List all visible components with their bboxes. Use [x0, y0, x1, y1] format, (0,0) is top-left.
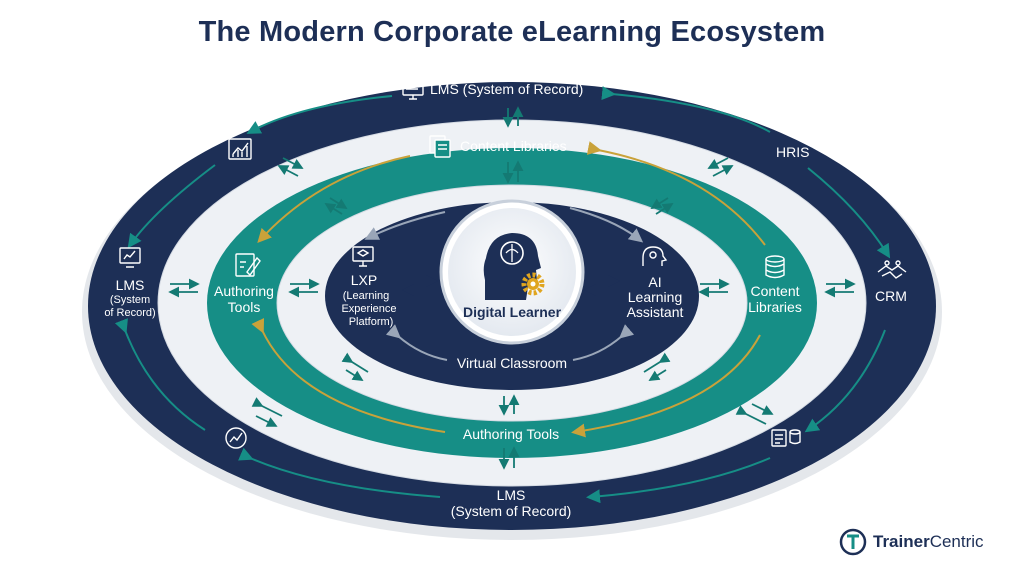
middle-left-label-1: Authoring	[214, 283, 274, 299]
brand-name: TrainerCentric	[873, 532, 984, 552]
connector-arrows	[168, 106, 856, 470]
handshake-icon	[877, 260, 907, 279]
crm-label: CRM	[875, 288, 907, 304]
lxp-label-4: Platform)	[349, 316, 394, 328]
chart-icon	[228, 138, 252, 160]
inner-connector-arrows	[402, 275, 620, 296]
outer-top-label: LMS (System of Record)	[430, 81, 583, 97]
lms-screen-icon	[119, 247, 141, 268]
lxp-label-2: (Learning	[343, 290, 389, 302]
middle-right-label-1: Content	[750, 283, 799, 299]
outer-left-label-2: (System	[110, 294, 150, 306]
middle-top-label: Content Libraries	[460, 138, 567, 154]
ai-assistant-label-1: AI	[648, 274, 661, 290]
ai-assistant-label-3: Assistant	[627, 304, 684, 320]
inner-ring-flow-arrows	[364, 207, 644, 361]
outer-left-label-1: LMS	[116, 277, 145, 293]
lxp-label-1: LXP	[351, 272, 377, 288]
brand-logo: TrainerCentric	[839, 528, 984, 556]
brand-name-light: Centric	[929, 532, 984, 551]
outer-bottom-label-1: LMS	[497, 487, 526, 503]
virtual-classroom-label: Virtual Classroom	[457, 355, 567, 371]
page-title: The Modern Corporate eLearning Ecosystem	[198, 16, 826, 48]
lxp-monitor-icon	[352, 246, 374, 267]
brand-name-bold: Trainer	[873, 532, 930, 551]
brand-logo-icon	[839, 528, 867, 556]
document-stack-icon	[771, 429, 801, 447]
middle-right-label-2: Libraries	[748, 299, 802, 315]
lms-monitor-icon	[402, 80, 424, 100]
gear-icon	[521, 272, 545, 296]
learner-head-icon	[483, 233, 541, 300]
middle-ring-flow-arrows	[251, 141, 766, 438]
analytics-icon	[225, 427, 247, 449]
content-library-icon	[429, 135, 451, 158]
middle-bottom-label: Authoring Tools	[463, 426, 559, 442]
outer-left-label-3: of Record)	[104, 307, 155, 319]
edit-document-icon	[235, 253, 261, 277]
ai-assistant-label-2: Learning	[628, 289, 683, 305]
ai-brain-icon	[642, 246, 668, 266]
outer-bottom-label-2: (System of Record)	[451, 503, 572, 519]
hris-label: HRIS	[776, 144, 809, 160]
database-icon	[765, 255, 785, 279]
middle-left-label-2: Tools	[228, 299, 261, 315]
center-label: Digital Learner	[463, 304, 562, 320]
outer-ring-flow-arrows	[114, 86, 891, 504]
lxp-label-3: Experience	[341, 303, 396, 315]
